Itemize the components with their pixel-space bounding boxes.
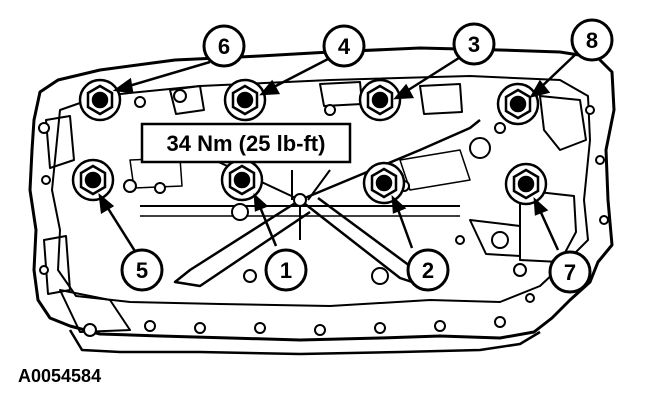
- small-holes: [38, 89, 609, 337]
- callout-2-number: 2: [422, 258, 434, 283]
- callout-8-number: 8: [586, 28, 598, 53]
- callout-4: 4: [322, 24, 366, 68]
- bolt-heads: [71, 78, 548, 206]
- bolt-7-head: [504, 162, 548, 206]
- housing-outline: [28, 46, 616, 356]
- bolt-8-head: [496, 82, 540, 126]
- callout-5: 5: [120, 248, 164, 292]
- bolt-4-head: [223, 78, 267, 122]
- figure-id: A0054584: [18, 366, 102, 386]
- bolt-5-head: [71, 158, 115, 202]
- bolt-3-head: [358, 78, 402, 122]
- torque-spec-label: 34 Nm (25 lb-ft): [167, 131, 326, 156]
- callout-3: 3: [452, 22, 496, 66]
- callout-3-number: 3: [468, 32, 480, 57]
- sequence-number-callouts: 6 4 3 8 5 1 2 7: [120, 18, 614, 294]
- callout-7: 7: [548, 250, 592, 294]
- callout-4-number: 4: [338, 34, 351, 59]
- callout-2: 2: [406, 248, 450, 292]
- bolt-2-head: [362, 161, 406, 205]
- callout-6: 6: [202, 24, 246, 68]
- callout-5-number: 5: [136, 258, 148, 283]
- leader-lines: [98, 51, 579, 257]
- bolt-6-head: [78, 78, 122, 122]
- bolt-1-head: [220, 158, 264, 202]
- callout-8: 8: [570, 18, 614, 62]
- callout-7-number: 7: [564, 260, 576, 285]
- callout-6-number: 6: [218, 34, 230, 59]
- callout-1: 1: [264, 248, 308, 292]
- callout-1-number: 1: [280, 258, 292, 283]
- torque-callout: 34 Nm (25 lb-ft): [140, 122, 352, 164]
